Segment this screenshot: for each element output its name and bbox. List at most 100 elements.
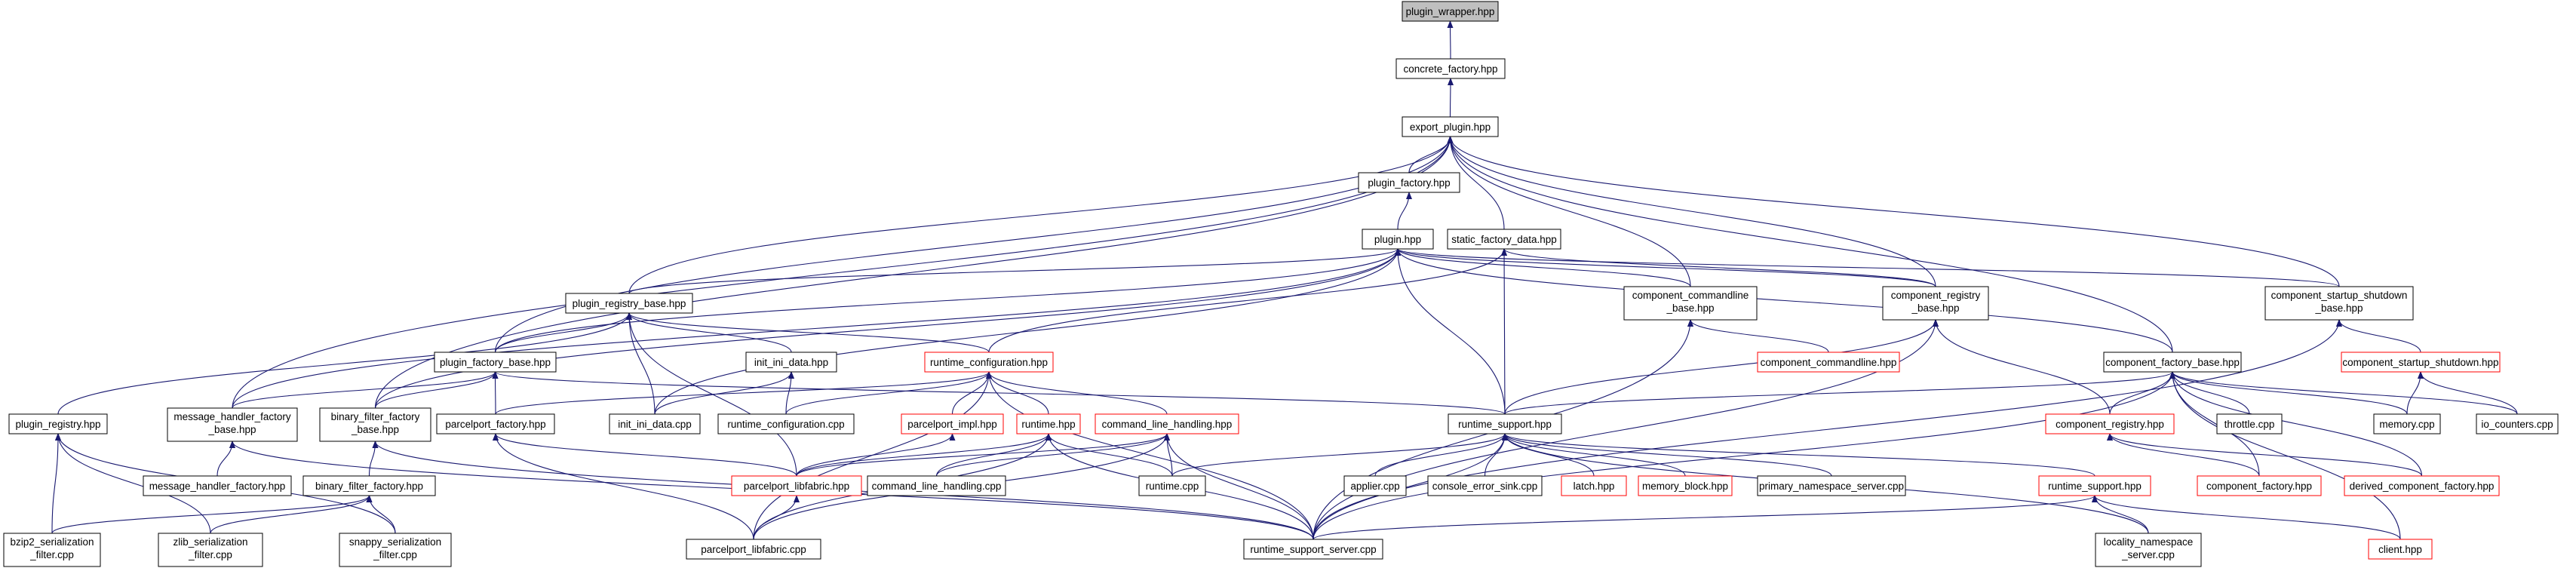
node-plugin-registry[interactable]: plugin_registry.hpp: [8, 413, 108, 434]
edge-runtime_support_hpp-to-component_registry_base: [1504, 319, 1939, 415]
node-runtime-support-server[interactable]: runtime_support_server.cpp: [1243, 539, 1383, 560]
node-label: bzip2_serialization: [10, 536, 94, 548]
node-command-line-handling-hpp[interactable]: command_line_handling.hpp: [1095, 413, 1239, 434]
node-locality-namespace-server[interactable]: locality_namespace_server.cpp: [2095, 533, 2202, 567]
node-label: component_factory_base.hpp: [2105, 357, 2240, 368]
node-label: plugin_factory.hpp: [1368, 177, 1450, 189]
node-runtime-support-hpp[interactable]: runtime_support.hpp: [1448, 413, 1562, 434]
node-component-commandline-hpp[interactable]: component_commandline.hpp: [1757, 352, 1900, 373]
edge-plugin_registry_base-to-export_plugin: [628, 136, 1454, 294]
node-snappy[interactable]: snappy_serialization_filter.cpp: [339, 533, 452, 567]
node-plugin-registry-base[interactable]: plugin_registry_base.hpp: [565, 293, 693, 314]
edge-component_startup_shutdown_hpp-to-component_startup_shutdown_base: [2336, 319, 2421, 353]
node-io-counters[interactable]: io_counters.cpp: [2476, 413, 2559, 434]
node-concrete-factory[interactable]: concrete_factory.hpp: [1395, 58, 1506, 79]
node-plugin[interactable]: plugin.hpp: [1362, 229, 1434, 250]
node-binary-filter-factory-base[interactable]: binary_filter_factory_base.hpp: [319, 407, 431, 442]
node-box: [1016, 413, 1081, 434]
edge-component_registry_hpp-to-component_registry_base: [1933, 319, 2111, 415]
edge-binary_filter_factory-to-binary_filter_factory_base: [368, 441, 379, 477]
node-init-ini-data-cpp[interactable]: init_ini_data.cpp: [609, 413, 701, 434]
edge-runtime_configuration_hpp-to-static_factory_data: [988, 248, 1507, 353]
node-plugin-factory-base[interactable]: plugin_factory_base.hpp: [434, 352, 557, 373]
node-box: [2103, 352, 2242, 373]
node-export-plugin[interactable]: export_plugin.hpp: [1402, 116, 1499, 137]
node-runtime-cpp[interactable]: runtime.cpp: [1138, 475, 1206, 496]
node-label: _filter.cpp: [188, 549, 232, 560]
node-label: plugin_factory_base.hpp: [440, 357, 551, 368]
node-label: parcelport_impl.hpp: [907, 419, 997, 430]
edge-plugin-to-plugin_factory: [1397, 192, 1412, 230]
node-component-registry-hpp[interactable]: component_registry.hpp: [2045, 413, 2175, 434]
edge-component_factory_base-to-plugin: [1395, 248, 2173, 353]
node-console-error-sink[interactable]: console_error_sink.cpp: [1427, 475, 1543, 496]
node-label: runtime.cpp: [1146, 480, 1199, 492]
node-runtime-configuration-cpp[interactable]: runtime_configuration.cpp: [717, 413, 855, 434]
edge-component_factory_base-to-export_plugin: [1447, 136, 2173, 353]
node-parcelport-libfabric-hpp[interactable]: parcelport_libfabric.hpp: [731, 475, 862, 496]
node-parcelport-impl[interactable]: parcelport_impl.hpp: [901, 413, 1004, 434]
node-label: locality_namespace: [2104, 536, 2194, 548]
node-box: [1358, 172, 1460, 193]
node-label: _base.hpp: [351, 424, 399, 435]
node-runtime-configuration-hpp[interactable]: runtime_configuration.hpp: [924, 352, 1054, 373]
node-runtime-hpp[interactable]: runtime.hpp: [1016, 413, 1081, 434]
node-box: [686, 539, 821, 560]
edge-zlib-to-plugin_registry: [55, 433, 211, 534]
node-init-ini-data-hpp[interactable]: init_ini_data.hpp: [745, 352, 837, 373]
node-parcelport-factory[interactable]: parcelport_factory.hpp: [436, 413, 555, 434]
node-static-factory-data[interactable]: static_factory_data.hpp: [1447, 229, 1561, 250]
edge-component_startup_shutdown_base-to-plugin: [1395, 248, 2340, 287]
node-runtime-support-hpp2[interactable]: runtime_support.hpp: [2038, 475, 2151, 496]
node-label: snappy_serialization: [349, 536, 441, 548]
node-box: [158, 533, 263, 567]
node-client[interactable]: client.hpp: [2368, 539, 2433, 560]
node-applier[interactable]: applier.cpp: [1343, 475, 1407, 496]
edge-command_line_handling_hpp-to-runtime_configuration_hpp: [986, 371, 1168, 415]
node-label: parcelport_factory.hpp: [445, 419, 545, 430]
edge-message_handler_factory-to-message_handler_factory_base: [216, 441, 235, 477]
node-zlib[interactable]: zlib_serialization_filter.cpp: [158, 533, 263, 567]
edge-client-to-runtime_support_hpp2: [2092, 495, 2401, 540]
node-latch[interactable]: latch.hpp: [1561, 475, 1627, 496]
node-label: _base.hpp: [2314, 302, 2363, 314]
node-component-factory[interactable]: component_factory.hpp: [2197, 475, 2322, 496]
edge-message_handler_factory_base-to-plugin: [232, 248, 1401, 409]
node-box: [3, 533, 101, 567]
edge-component_commandline_hpp-to-component_commandline_base: [1687, 319, 1829, 353]
edge-runtime_support_server-to-runtime_support_hpp: [1313, 433, 1508, 540]
edge-component_factory-to-component_registry_hpp: [2107, 433, 2260, 477]
node-box: [1757, 352, 1900, 373]
edge-runtime_configuration_hpp-to-plugin_registry_base: [626, 312, 990, 353]
edge-runtime_support_server-to-component_factory_base: [1313, 371, 2175, 540]
node-primary-namespace-server[interactable]: primary_namespace_server.cpp: [1757, 475, 1906, 496]
node-label: concrete_factory.hpp: [1403, 63, 1497, 75]
node-memory-cpp[interactable]: memory.cpp: [2373, 413, 2441, 434]
node-box: [2264, 286, 2414, 321]
node-component-startup-shutdown-hpp[interactable]: component_startup_shutdown.hpp: [2341, 352, 2501, 373]
node-binary-filter-factory[interactable]: binary_filter_factory.hpp: [302, 475, 436, 496]
node-command-line-handling-cpp[interactable]: command_line_handling.cpp: [867, 475, 1006, 496]
edge-memory_cpp-to-component_factory_base: [2169, 371, 2408, 415]
edge-static_factory_data-to-export_plugin: [1447, 136, 1505, 230]
node-message-handler-factory[interactable]: message_handler_factory.hpp: [143, 475, 292, 496]
edge-runtime_support_server-to-runtime_configuration_hpp: [986, 371, 1314, 540]
node-memory-block[interactable]: memory_block.hpp: [1638, 475, 1733, 496]
node-derived-component-factory[interactable]: derived_component_factory.hpp: [2344, 475, 2500, 496]
node-component-commandline-base[interactable]: component_commandline_base.hpp: [1623, 286, 1758, 321]
node-component-factory-base[interactable]: component_factory_base.hpp: [2103, 352, 2242, 373]
edge-message_handler_factory_base-to-plugin_factory_base: [232, 371, 499, 409]
node-bzip2[interactable]: bzip2_serialization_filter.cpp: [3, 533, 101, 567]
node-component-startup-shutdown-base[interactable]: component_startup_shutdown_base.hpp: [2264, 286, 2414, 321]
edge-init_ini_data_cpp-to-init_ini_data_hpp: [654, 371, 794, 415]
node-label: static_factory_data.hpp: [1451, 234, 1557, 245]
node-box: [1638, 475, 1733, 496]
node-box: [1343, 475, 1407, 496]
node-throttle[interactable]: throttle.cpp: [2216, 413, 2283, 434]
node-parcelport-libfabric-cpp[interactable]: parcelport_libfabric.cpp: [686, 539, 821, 560]
node-message-handler-factory-base[interactable]: message_handler_factory_base.hpp: [167, 407, 298, 442]
node-component-registry-base[interactable]: component_registry_base.hpp: [1882, 286, 1989, 321]
edge-component_registry_base-to-static_factory_data: [1501, 248, 1936, 287]
edge-init_ini_data_cpp-to-plugin: [654, 248, 1401, 415]
node-plugin-factory[interactable]: plugin_factory.hpp: [1358, 172, 1460, 193]
